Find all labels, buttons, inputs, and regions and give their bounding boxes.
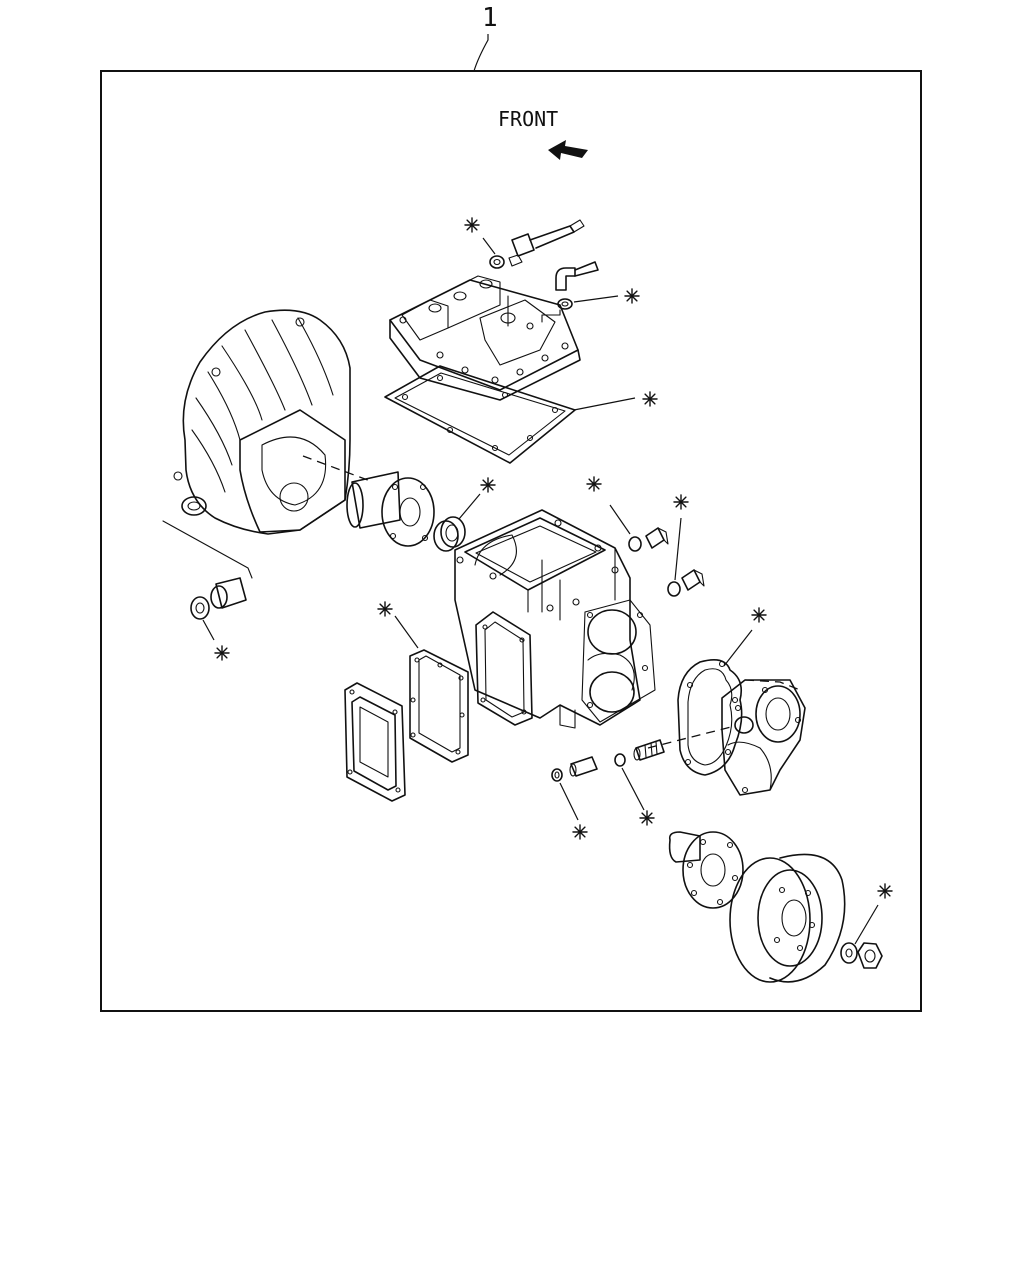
rear-gasket-leader — [723, 629, 753, 667]
seal-marker-icon — [877, 883, 893, 899]
seal-marker-icon — [639, 810, 655, 826]
case-side-face — [581, 599, 656, 723]
case-pto-opening — [475, 611, 533, 726]
pto-gasket-leader — [394, 615, 419, 649]
filler-seal-leader — [609, 504, 631, 535]
switch-washer — [489, 255, 505, 269]
pilot-seal — [190, 596, 210, 620]
transmission-case — [454, 509, 641, 729]
item-number-label: 1 — [482, 3, 498, 33]
switch-washer-leader — [482, 237, 496, 255]
speedo-seal-leader — [559, 782, 579, 821]
rear-cover-gasket — [677, 659, 743, 776]
output-washer-leader — [854, 904, 879, 945]
brake-drum — [729, 853, 846, 983]
shift-cover-gasket — [384, 365, 576, 464]
breather-bracket — [541, 309, 561, 323]
item-number-leader — [473, 34, 489, 72]
seal-marker-icon — [586, 476, 602, 492]
input-seal-leader — [458, 493, 481, 520]
input-oil-seal — [433, 516, 466, 552]
seal-marker-icon — [480, 477, 496, 493]
drain-seal-leader — [674, 517, 682, 581]
pto-cover-gasket — [409, 649, 469, 763]
breather-elbow — [555, 261, 599, 291]
diagram-frame — [100, 70, 922, 1012]
pilot-bushing — [210, 577, 247, 609]
clutch-housing — [173, 309, 351, 535]
filler-plug — [645, 527, 669, 549]
output-flange — [668, 831, 744, 909]
seal-marker-icon — [572, 824, 588, 840]
front-label: FRONT — [498, 107, 558, 131]
speedo-driven-gear — [633, 739, 665, 761]
pto-cover-plate — [344, 682, 406, 802]
filler-plug-seal — [628, 536, 642, 552]
seal-marker-icon — [377, 601, 393, 617]
speedo-plug-seal — [551, 768, 563, 782]
pilot-leader — [162, 520, 253, 579]
input-bearing-retainer — [346, 471, 435, 547]
input-axis-line — [302, 455, 374, 483]
rear-cover-housing — [721, 679, 806, 796]
output-nut — [857, 942, 883, 969]
drain-plug-seal — [667, 581, 681, 597]
seal-markers — [214, 217, 893, 899]
shift-cover-assembly — [389, 275, 581, 401]
output-washer — [840, 942, 858, 964]
pilot-seal-leader — [202, 619, 215, 641]
drain-plug — [681, 569, 705, 591]
seal-marker-icon — [464, 217, 480, 233]
seal-marker-icon — [751, 607, 767, 623]
breather-washer — [557, 298, 573, 310]
speedo-oring — [614, 753, 626, 767]
breather-washer-leader — [573, 295, 619, 303]
shift-switch — [508, 219, 585, 267]
seal-marker-icon — [673, 494, 689, 510]
seal-marker-icon — [214, 645, 230, 661]
cover-gasket-leader — [573, 397, 636, 411]
front-arrow-icon — [548, 140, 588, 160]
speedo-oring-leader — [621, 767, 645, 811]
seal-marker-icon — [624, 288, 640, 304]
seal-marker-icon — [642, 391, 658, 407]
speedo-sleeve — [569, 756, 598, 777]
